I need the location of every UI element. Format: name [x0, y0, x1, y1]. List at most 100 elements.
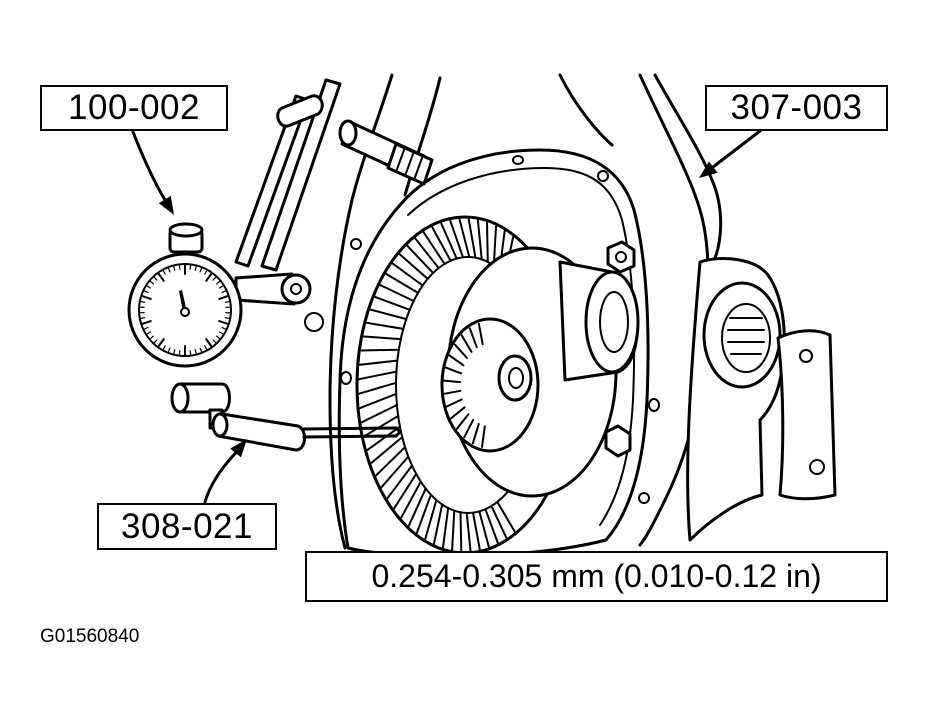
- arrowhead-308-021: [230, 439, 247, 458]
- dial-tick: [153, 339, 158, 344]
- ring-gear-tooth: [440, 222, 458, 260]
- spider-gear-tooth: [445, 398, 463, 408]
- dial-tick: [173, 265, 176, 271]
- spider-gear-tooth: [455, 413, 470, 430]
- ring-gear-tooth: [407, 487, 427, 527]
- arrow-308-021: [203, 451, 238, 504]
- differential-carrier: [440, 240, 640, 498]
- spider-gear-teeth: [443, 322, 486, 448]
- adapter-sleeve: [216, 412, 306, 452]
- callout-specification: 0.254-0.305 mm (0.010-0.12 in): [305, 551, 888, 602]
- dial-indicator: [127, 222, 243, 368]
- dial-tick: [212, 276, 217, 281]
- ring-gear-tooth: [360, 348, 400, 352]
- ring-gear-tooth: [424, 499, 438, 540]
- ring-gear-tooth: [379, 284, 415, 302]
- ring-gear-tooth: [375, 446, 406, 477]
- ring-gear-tooth: [398, 253, 429, 280]
- ring-gear-tooth: [400, 480, 422, 519]
- dial-tick: [140, 301, 146, 303]
- dial-tick: [173, 349, 176, 355]
- housing-rib: [403, 76, 442, 197]
- arrowhead-100-002: [158, 195, 174, 215]
- dial-tick: [157, 338, 165, 348]
- arm-clamp-center: [290, 283, 302, 295]
- dial-tick: [167, 347, 171, 353]
- callout-arrows: [131, 129, 762, 504]
- ring-gear-tooth: [385, 272, 419, 294]
- ring-gear-tooth: [365, 321, 405, 330]
- ring-gear-tooth: [449, 219, 464, 259]
- dial-stem-cap: [168, 222, 204, 238]
- dial-tick: [221, 326, 227, 330]
- housing-right-edge-outer: [653, 73, 723, 267]
- bolt-head-center: [615, 251, 627, 263]
- dial-tick: [178, 350, 181, 356]
- dial-tick: [141, 295, 152, 300]
- ring-gear-tooth: [369, 308, 408, 321]
- dial-tick: [219, 285, 224, 289]
- dial-tick: [149, 280, 154, 285]
- support-rod-front: [260, 78, 342, 272]
- dial-tick: [153, 276, 158, 281]
- dial-tick: [224, 301, 230, 303]
- axle-tube-opening: [702, 281, 782, 389]
- spider-gear-tooth: [477, 322, 484, 346]
- dial-tick: [162, 345, 166, 350]
- contact-rod-tip: [394, 426, 402, 438]
- ring-gear-tooth: [360, 404, 398, 424]
- spider-gear-tooth: [448, 354, 465, 367]
- axle-tube-bore: [721, 303, 771, 373]
- mounting-bracket: [776, 329, 837, 501]
- bolt-hole: [350, 238, 362, 250]
- ring-gear-tooth: [363, 415, 400, 438]
- dial-tick: [157, 272, 165, 282]
- ring-gear-tooth: [472, 511, 481, 551]
- dial-tick: [146, 285, 151, 289]
- ring-gear-tooth: [366, 425, 401, 451]
- callout-text: 100-002: [68, 88, 200, 127]
- axle-tube-threads: [727, 317, 765, 355]
- plunger-assembly: [170, 382, 402, 452]
- spider-gear-tooth: [471, 422, 480, 445]
- dial-tick: [218, 295, 229, 300]
- dial-tick: [216, 335, 221, 340]
- spider-gear-tooth: [463, 418, 475, 439]
- dial-tick: [189, 350, 192, 356]
- ring-gear-tooth: [433, 503, 444, 545]
- ring-gear-tooth: [370, 436, 404, 464]
- callout-tool-308-021: 308-021: [97, 503, 277, 550]
- dial-tick: [224, 317, 230, 319]
- bolt-hole: [340, 371, 352, 385]
- arrowhead-307-003: [699, 161, 718, 178]
- ring-gear-tooth: [358, 381, 397, 395]
- ring-gear-tooth: [415, 493, 432, 534]
- ring-gear-tooth: [358, 359, 399, 366]
- bracket-hole: [799, 349, 813, 363]
- dial-tick: [194, 349, 197, 355]
- contact-rod: [302, 426, 398, 439]
- dial-tick: [212, 339, 217, 344]
- callout-tool-100-002: 100-002: [40, 85, 228, 131]
- rod-handle: [276, 94, 324, 128]
- ring-gear-tooth: [476, 219, 483, 261]
- bolt-hole: [638, 492, 650, 504]
- dial-tick: [204, 345, 208, 350]
- thumbscrew-knurl: [395, 149, 423, 181]
- dial-tick: [205, 272, 213, 282]
- thumbscrew-end: [338, 119, 358, 147]
- dial-tick: [149, 335, 154, 340]
- ring-gear-tooth: [467, 218, 477, 259]
- ring-gear-tooth: [458, 218, 471, 258]
- dial-hub: [180, 307, 190, 317]
- dial-tick: [143, 326, 149, 330]
- carrier-bolt-upper: [606, 240, 636, 274]
- axle-spline-center: [508, 367, 524, 389]
- bolt-hole: [512, 155, 524, 165]
- dial-tick: [143, 290, 149, 294]
- dial-tick: [140, 317, 146, 319]
- ring-gear-tooth: [386, 464, 413, 500]
- callout-text: 307-003: [730, 88, 863, 127]
